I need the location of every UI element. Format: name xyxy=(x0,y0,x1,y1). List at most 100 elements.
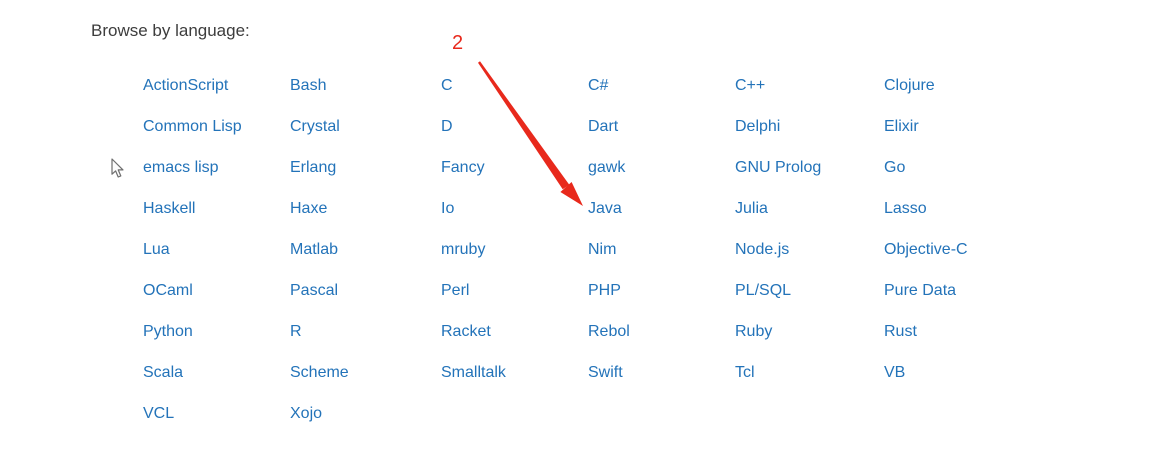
language-cell: gawk xyxy=(588,147,735,188)
language-link-bash[interactable]: Bash xyxy=(290,76,327,94)
language-link-delphi[interactable]: Delphi xyxy=(735,117,781,135)
language-link-crystal[interactable]: Crystal xyxy=(290,117,340,135)
language-cell: Elixir xyxy=(884,106,1151,147)
language-cell: Scheme xyxy=(290,352,441,393)
language-link-rebol[interactable]: Rebol xyxy=(588,322,630,340)
language-link-c[interactable]: C++ xyxy=(735,76,766,94)
language-cell: Julia xyxy=(735,188,884,229)
language-cell: emacs lisp xyxy=(143,147,290,188)
language-link-tcl[interactable]: Tcl xyxy=(735,363,755,381)
language-cell: Scala xyxy=(143,352,290,393)
language-link-scala[interactable]: Scala xyxy=(143,363,184,381)
language-link-objective-c[interactable]: Objective-C xyxy=(884,240,968,258)
language-cell: Delphi xyxy=(735,106,884,147)
language-link-erlang[interactable]: Erlang xyxy=(290,158,337,176)
mouse-cursor-icon xyxy=(111,158,124,178)
language-cell: Go xyxy=(884,147,1151,188)
language-cell: Haxe xyxy=(290,188,441,229)
language-link-ocaml[interactable]: OCaml xyxy=(143,281,193,299)
language-cell: Rust xyxy=(884,311,1151,352)
language-link-vcl[interactable]: VCL xyxy=(143,404,175,422)
language-link-java[interactable]: Java xyxy=(588,199,622,217)
language-link-lua[interactable]: Lua xyxy=(143,240,170,258)
language-cell: Lua xyxy=(143,229,290,270)
language-link-lasso[interactable]: Lasso xyxy=(884,199,927,217)
language-link-swift[interactable]: Swift xyxy=(588,363,623,381)
language-link-dart[interactable]: Dart xyxy=(588,117,619,135)
language-cell: C xyxy=(441,65,588,106)
language-cell: Node.js xyxy=(735,229,884,270)
language-link-smalltalk[interactable]: Smalltalk xyxy=(441,363,506,381)
language-link-mruby[interactable]: mruby xyxy=(441,240,486,258)
language-link-actionscript[interactable]: ActionScript xyxy=(143,76,229,94)
language-link-io[interactable]: Io xyxy=(441,199,455,217)
language-cell: Matlab xyxy=(290,229,441,270)
language-link-julia[interactable]: Julia xyxy=(735,199,768,217)
language-link-haskell[interactable]: Haskell xyxy=(143,199,196,217)
language-cell: Smalltalk xyxy=(441,352,588,393)
language-link-emacs-lisp[interactable]: emacs lisp xyxy=(143,158,219,176)
language-cell: Pascal xyxy=(290,270,441,311)
language-cell: Erlang xyxy=(290,147,441,188)
language-link-c[interactable]: C# xyxy=(588,76,609,94)
language-link-racket[interactable]: Racket xyxy=(441,322,491,340)
language-cell: Ruby xyxy=(735,311,884,352)
page-title: Browse by language: xyxy=(91,21,250,40)
language-cell: Common Lisp xyxy=(143,106,290,147)
language-cell: GNU Prolog xyxy=(735,147,884,188)
language-cell: PL/SQL xyxy=(735,270,884,311)
language-cell: Fancy xyxy=(441,147,588,188)
language-cell: Dart xyxy=(588,106,735,147)
language-cell: mruby xyxy=(441,229,588,270)
language-cell: Pure Data xyxy=(884,270,1151,311)
language-link-perl[interactable]: Perl xyxy=(441,281,470,299)
language-cell: ActionScript xyxy=(143,65,290,106)
language-link-scheme[interactable]: Scheme xyxy=(290,363,349,381)
language-link-matlab[interactable]: Matlab xyxy=(290,240,339,258)
language-cell: Racket xyxy=(441,311,588,352)
language-link-r[interactable]: R xyxy=(290,322,302,340)
language-cell: R xyxy=(290,311,441,352)
language-cell: Haskell xyxy=(143,188,290,229)
language-link-vb[interactable]: VB xyxy=(884,363,906,381)
language-link-ruby[interactable]: Ruby xyxy=(735,322,773,340)
language-link-pascal[interactable]: Pascal xyxy=(290,281,339,299)
language-link-gawk[interactable]: gawk xyxy=(588,158,626,176)
language-link-pure-data[interactable]: Pure Data xyxy=(884,281,957,299)
language-link-php[interactable]: PHP xyxy=(588,281,621,299)
language-link-common-lisp[interactable]: Common Lisp xyxy=(143,117,242,135)
language-link-python[interactable]: Python xyxy=(143,322,193,340)
language-link-rust[interactable]: Rust xyxy=(884,322,917,340)
language-link-clojure[interactable]: Clojure xyxy=(884,76,935,94)
language-cell: Perl xyxy=(441,270,588,311)
language-link-go[interactable]: Go xyxy=(884,158,906,176)
language-cell: Clojure xyxy=(884,65,1151,106)
language-cell: C++ xyxy=(735,65,884,106)
language-link-haxe[interactable]: Haxe xyxy=(290,199,328,217)
language-cell: Xojo xyxy=(290,393,441,434)
language-cell: VB xyxy=(884,352,1151,393)
language-link-nim[interactable]: Nim xyxy=(588,240,617,258)
language-link-fancy[interactable]: Fancy xyxy=(441,158,485,176)
language-link-elixir[interactable]: Elixir xyxy=(884,117,919,135)
language-link-node-js[interactable]: Node.js xyxy=(735,240,790,258)
language-link-gnu-prolog[interactable]: GNU Prolog xyxy=(735,158,822,176)
language-link-d[interactable]: D xyxy=(441,117,453,135)
language-cell: VCL xyxy=(143,393,290,434)
language-cell: Io xyxy=(441,188,588,229)
language-cell: Java xyxy=(588,188,735,229)
language-cell: Nim xyxy=(588,229,735,270)
language-cell: Bash xyxy=(290,65,441,106)
language-cell: OCaml xyxy=(143,270,290,311)
language-cell: Swift xyxy=(588,352,735,393)
language-cell: PHP xyxy=(588,270,735,311)
language-cell: Tcl xyxy=(735,352,884,393)
language-link-c[interactable]: C xyxy=(441,76,453,94)
language-cell: Python xyxy=(143,311,290,352)
language-link-xojo[interactable]: Xojo xyxy=(290,404,323,422)
language-cell: Rebol xyxy=(588,311,735,352)
language-link-pl-sql[interactable]: PL/SQL xyxy=(735,281,792,299)
language-cell: Lasso xyxy=(884,188,1151,229)
